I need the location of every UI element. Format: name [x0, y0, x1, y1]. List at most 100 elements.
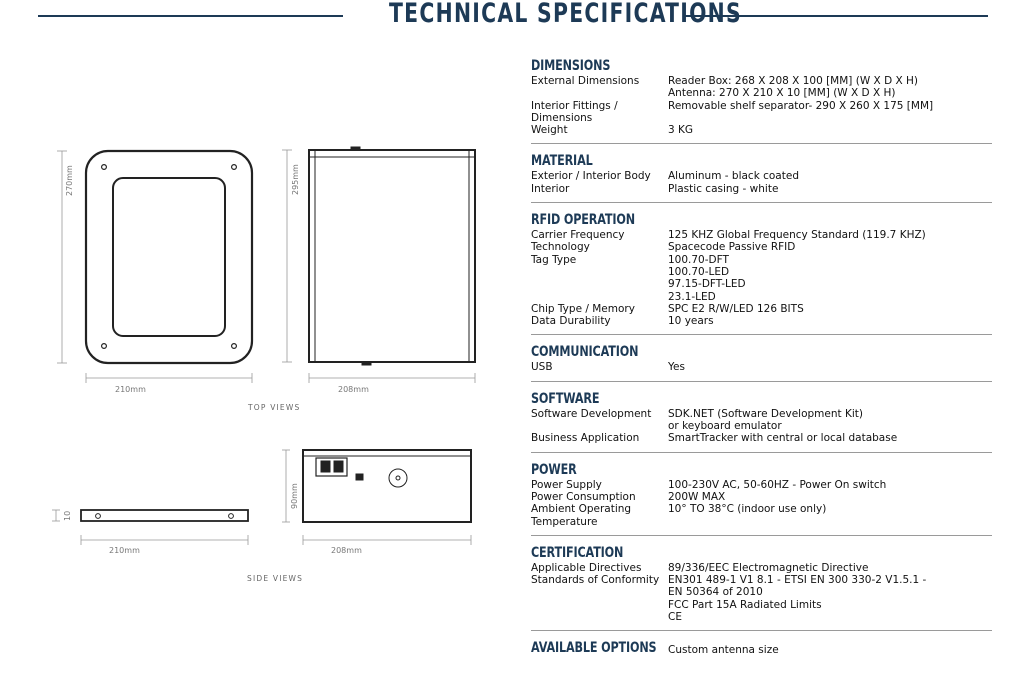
spec-label: Carrier Frequency [531, 229, 625, 242]
spec-row: Applicable Directives 89/336/EEC Electrom… [531, 562, 992, 574]
spec-value: SmartTracker with central or local datab… [668, 432, 992, 444]
spec-label: Applicable Directives [531, 561, 642, 574]
spec-value: Yes [668, 361, 992, 373]
spec-value: 89/336/EEC Electromagnetic Directive [668, 562, 992, 574]
spec-value-line: Plastic casing - white [668, 182, 779, 195]
side-width-dimension [308, 373, 476, 383]
spec-value: Aluminum - black coated [668, 170, 992, 182]
spec-value-line: 100.70-LED [668, 265, 730, 278]
front-height-label: 270mm [65, 165, 74, 196]
spec-value: 3 KG [668, 124, 992, 136]
spec-value-line: 10 years [668, 315, 714, 328]
section-title: MATERIAL [531, 153, 593, 170]
section-rfid-operation: RFID OPERATION Carrier Frequency 125 KHZ … [531, 212, 992, 336]
spec-row: Exterior / Interior Body Aluminum - black… [531, 170, 992, 182]
spec-label: Standards of Conformity [531, 574, 660, 587]
spec-value: 10 years [668, 315, 992, 327]
spec-row: Software Development SDK.NET (Software De… [531, 408, 992, 433]
spec-value: Plastic casing - white [668, 183, 992, 195]
spec-value-line: FCC Part 15A Radiated Limits [668, 598, 822, 611]
spec-label: Business Application [531, 432, 640, 445]
box-height-dimension [282, 449, 290, 523]
section-certification: CERTIFICATION Applicable Directives 89/33… [531, 544, 992, 632]
side-view-antenna-drawing [80, 509, 249, 522]
box-width-dimension [302, 535, 472, 545]
spec-row: Data Durability 10 years [531, 315, 992, 327]
section-software: SOFTWARE Software Development SDK.NET (So… [531, 391, 992, 453]
spec-value-line: Antenna: 270 X 210 X 10 [MM] (W X D X H) [668, 87, 896, 100]
technical-drawings: 270mm 210mm 295mm 208mm TOP VIEWS 10 [52, 146, 476, 583]
spec-label: USB [531, 361, 553, 374]
spec-row: Carrier Frequency 125 KHZ Global Frequenc… [531, 229, 992, 241]
spec-value-line: 97.15-DFT-LED [668, 278, 746, 291]
section-title: RFID OPERATION [531, 212, 635, 229]
spec-label: External Dimensions [531, 75, 640, 87]
spec-row: Ambient Operating Temperature 10° TO 38°C… [531, 503, 992, 528]
spec-value-line: SPC E2 R/W/LED 126 BITS [668, 302, 804, 315]
title-rule-right [685, 15, 988, 17]
antenna-height-dimension [52, 509, 60, 522]
section-title: SOFTWARE [531, 390, 600, 407]
spec-value-line: 125 KHZ Global Frequency Standard (119.7… [668, 229, 926, 242]
spec-value-line: 89/336/EEC Electromagnetic Directive [668, 561, 869, 574]
side-views-caption: SIDE VIEWS [247, 574, 303, 583]
spec-value: Spacecode Passive RFID [668, 241, 992, 253]
spec-label: Tag Type [531, 253, 577, 266]
spec-value-line: 10° TO 38°C (indoor use only) [668, 503, 827, 516]
spec-value-line: Spacecode Passive RFID [668, 241, 796, 254]
box-height-label: 90mm [290, 483, 299, 509]
spec-row: Chip Type / Memory SPC E2 R/W/LED 126 BIT… [531, 303, 992, 315]
front-width-label: 210mm [115, 385, 146, 394]
top-view-side-drawing [308, 146, 476, 366]
spec-label: Interior Fittings / Dimensions [531, 99, 618, 124]
page-title: TECHNICAL SPECIFICATIONS [389, 0, 742, 29]
top-view-front-drawing [84, 149, 254, 365]
spec-row: Interior Fittings / Dimensions Removable … [531, 100, 992, 125]
spec-label: Software Development [531, 407, 652, 420]
spec-value: Reader Box: 268 X 208 X 100 [MM] (W X D … [668, 75, 992, 100]
spec-value: EN301 489-1 V1 8.1 - ETSI EN 300 330-2 V… [668, 574, 992, 623]
spec-label: Chip Type / Memory [531, 302, 635, 315]
spec-value-line: 23.1-LED [668, 290, 716, 303]
section-material: MATERIAL Exterior / Interior Body Aluminu… [531, 153, 992, 204]
spec-value: Custom antenna size [668, 644, 992, 656]
spec-value-line: Removable shelf separator- 290 X 260 X 1… [668, 99, 934, 112]
spec-value-line: 100.70-DFT [668, 253, 729, 266]
section-title: COMMUNICATION [531, 344, 639, 361]
antenna-height-label: 10 [63, 511, 72, 521]
spec-value-line: SDK.NET (Software Development Kit) [668, 407, 863, 420]
spec-row: Standards of Conformity EN301 489-1 V1 8.… [531, 574, 992, 623]
spec-value: SDK.NET (Software Development Kit)or key… [668, 408, 992, 433]
spec-label: Ambient Operating Temperature [531, 503, 632, 528]
section-title: CERTIFICATION [531, 544, 624, 561]
section-communication: COMMUNICATION USB Yes [531, 344, 992, 382]
front-width-dimension [85, 373, 253, 383]
spec-value-line: 100-230V AC, 50-60HZ - Power On switch [668, 478, 887, 491]
spec-value-line: Aluminum - black coated [668, 170, 799, 183]
antenna-width-dimension [80, 535, 249, 545]
spec-value-line: Custom antenna size [668, 644, 779, 657]
spec-value-line: Reader Box: 268 X 208 X 100 [MM] (W X D … [668, 75, 919, 87]
spec-value-line: EN301 489-1 V1 8.1 - ETSI EN 300 330-2 V… [668, 574, 927, 587]
spec-value-line: EN 50364 of 2010 [668, 586, 763, 599]
spec-label: Data Durability [531, 315, 611, 328]
spec-row: External Dimensions Reader Box: 268 X 208… [531, 75, 992, 100]
side-height-dimension [282, 149, 292, 363]
spec-label: Exterior / Interior Body [531, 170, 651, 183]
spec-value-line: 3 KG [668, 124, 694, 137]
spec-label: AVAILABLE OPTIONS [531, 640, 668, 656]
front-height-dimension [57, 150, 67, 364]
side-height-label: 295mm [291, 164, 300, 195]
box-width-label: 208mm [331, 546, 362, 555]
antenna-width-label: 210mm [109, 546, 140, 555]
title-rule-left [38, 15, 343, 17]
spec-value: SPC E2 R/W/LED 126 BITS [668, 303, 992, 315]
